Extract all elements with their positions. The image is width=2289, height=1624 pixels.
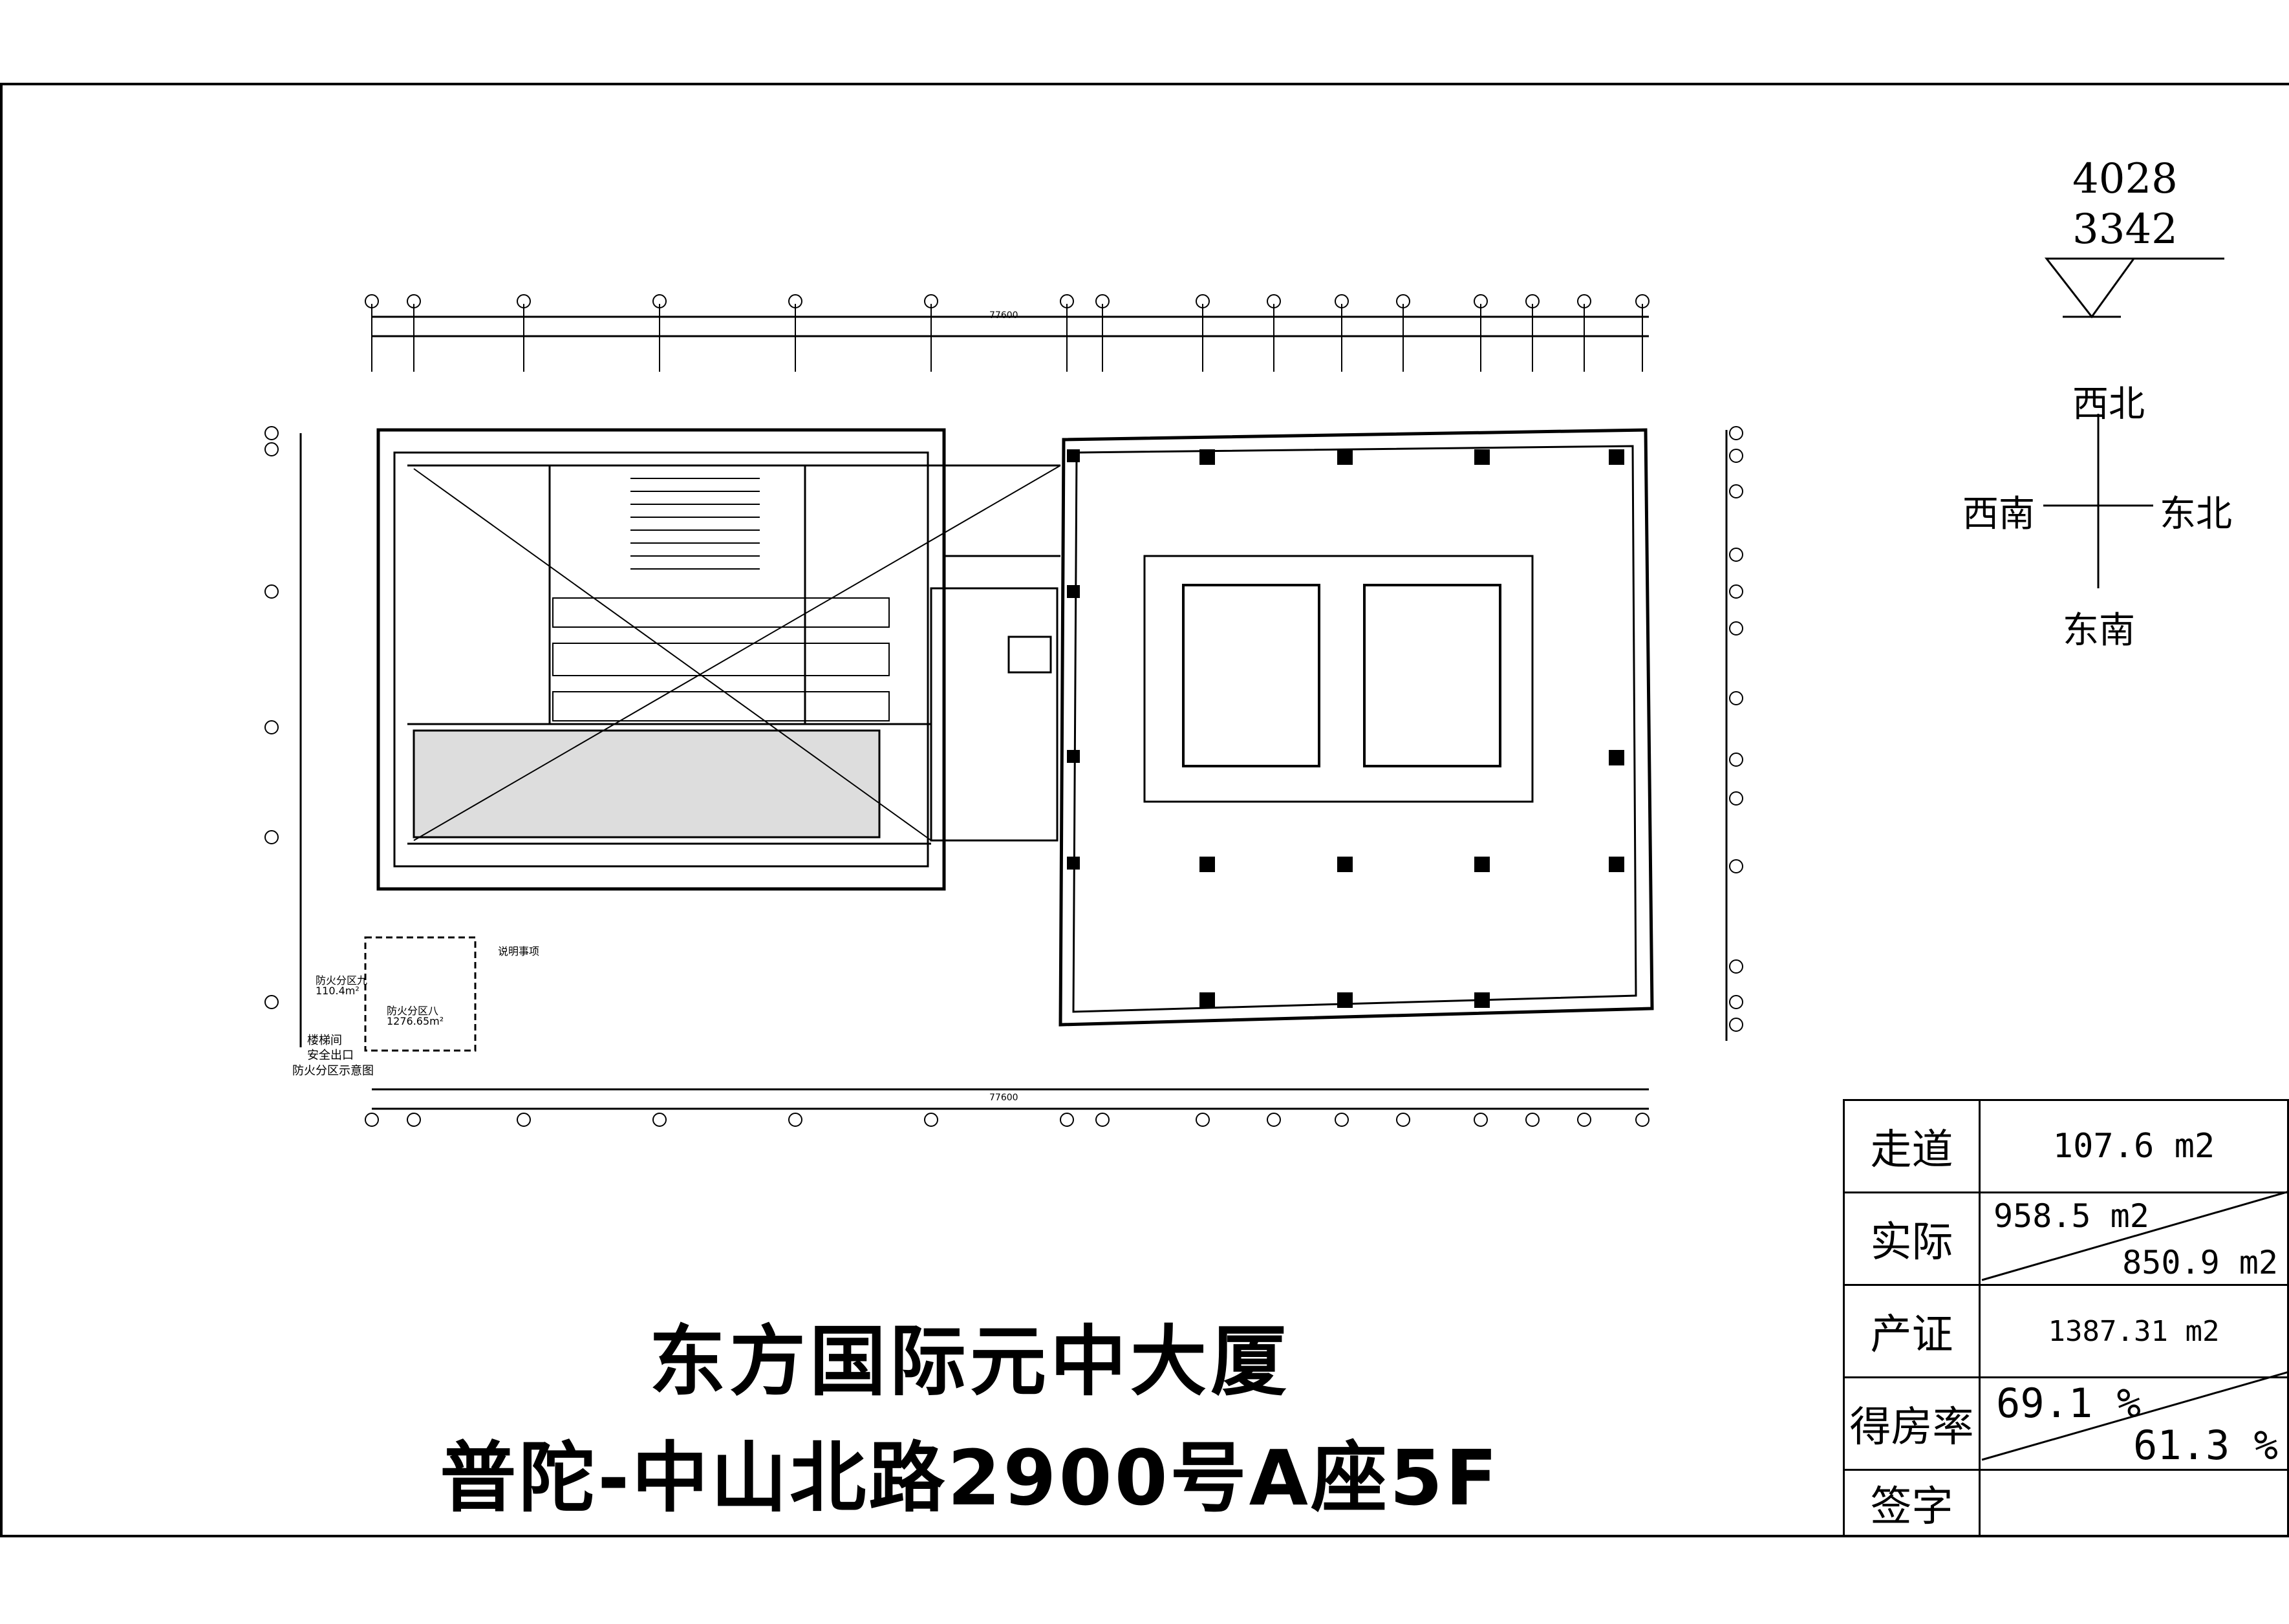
area-table: 走道 107.6 m2 实际 958.5 m2 850.9 m2 产证 1387…	[1842, 1099, 2289, 1537]
table-row: 产证 1387.31 m2	[1842, 1284, 2289, 1378]
notes-title: 说明事项	[498, 945, 540, 957]
direction-west: 西南	[1962, 493, 2035, 535]
table-row: 签字	[1842, 1469, 2289, 1537]
benchmark-triangle	[2044, 257, 2136, 319]
total-dimension-bottom: 77600	[989, 1093, 1018, 1103]
direction-south: 东南	[2063, 610, 2135, 652]
fire-zone-thumbnail	[364, 936, 477, 1052]
zone-b-label: 防火分区八	[387, 1005, 439, 1017]
hatched-area	[413, 729, 881, 839]
axis-ticks-top	[371, 304, 1643, 372]
core-zone	[1143, 555, 1534, 803]
actual-area-a: 958.5 m2	[1993, 1197, 2149, 1235]
legend-caption: 防火分区示意图	[292, 1064, 374, 1078]
direction-north: 西北	[2072, 383, 2145, 425]
zone-a-area: 110.4m²	[316, 985, 360, 997]
table-row: 走道 107.6 m2	[1842, 1099, 2289, 1193]
columns	[1067, 449, 1624, 1008]
signature-field[interactable]	[1979, 1469, 2289, 1537]
row-label-certificate: 产证	[1842, 1284, 1981, 1378]
building-name: 东方国际元中大厦	[649, 1317, 1291, 1406]
axis-bubbles-bottom	[365, 1113, 1650, 1127]
row-label-actual: 实际	[1842, 1191, 1981, 1286]
axis-bubbles-right	[1729, 426, 1743, 1032]
row-label-corridor: 走道	[1842, 1099, 1981, 1193]
efficiency-b: 61.3 %	[2133, 1422, 2278, 1469]
row-value-efficiency: 69.1 % 61.3 %	[1979, 1376, 2289, 1471]
legend-exit: 安全出口	[307, 1049, 354, 1062]
building-address: 普陀-中山北路2900号A座5F	[440, 1433, 1500, 1522]
certificate-area: 1387.31 m2	[2048, 1314, 2220, 1348]
row-label-signature: 签字	[1842, 1469, 1981, 1537]
corridor-area: 107.6 m2	[2052, 1127, 2215, 1166]
axis-bubbles-top	[365, 294, 1650, 308]
zone-b-area: 1276.65m²	[387, 1015, 444, 1027]
west-wing-outline	[376, 428, 946, 891]
table-row: 实际 958.5 m2 850.9 m2	[1842, 1191, 2289, 1286]
row-label-efficiency: 得房率	[1842, 1376, 1981, 1471]
total-dimension-top: 77600	[989, 310, 1018, 321]
drawing-frame	[0, 83, 2289, 1537]
seating-rows	[552, 478, 890, 721]
zone-a-label: 防火分区九	[316, 974, 368, 987]
direction-east: 东北	[2160, 493, 2232, 535]
table-row: 得房率 69.1 % 61.3 %	[1842, 1376, 2289, 1471]
row-value-actual: 958.5 m2 850.9 m2	[1979, 1191, 2289, 1286]
benchmark-value-bottom: 3342	[2072, 206, 2178, 253]
row-value-certificate: 1387.31 m2	[1979, 1284, 2289, 1378]
axis-bubbles-left	[264, 426, 279, 1009]
legend-stair: 楼梯间	[307, 1034, 342, 1047]
efficiency-a: 69.1 %	[1996, 1380, 2141, 1427]
row-value-corridor: 107.6 m2	[1979, 1099, 2289, 1193]
benchmark-value-top: 4028	[2072, 155, 2178, 203]
actual-area-b: 850.9 m2	[2122, 1244, 2278, 1281]
east-tower-outline	[1059, 428, 1654, 1027]
